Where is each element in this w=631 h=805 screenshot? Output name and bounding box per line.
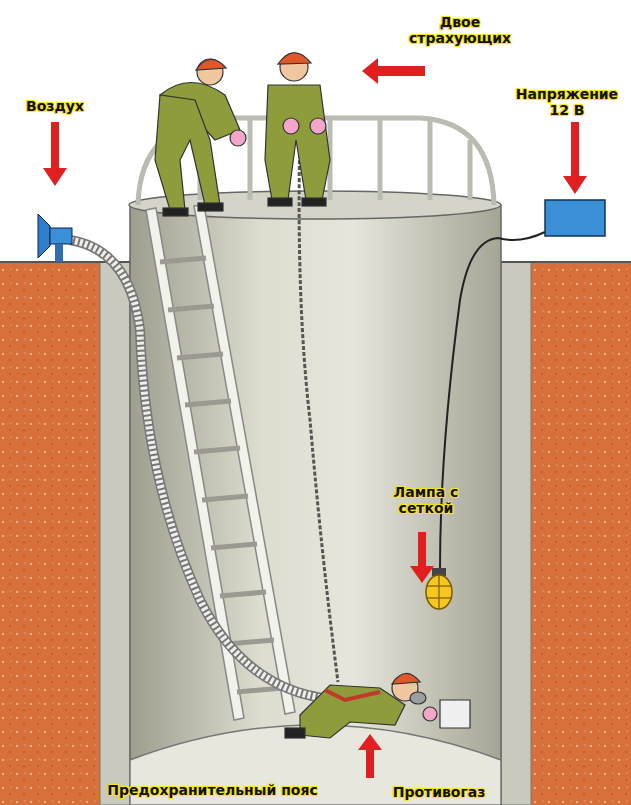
callout-label: Напряжение 12 В <box>508 86 626 118</box>
callout-label: Двое страхующих <box>400 14 520 46</box>
callout-label: Предохранительный пояс <box>100 782 325 798</box>
callout-label: Лампа с сеткой <box>380 484 472 516</box>
callout-label: Воздух <box>14 98 96 114</box>
callout-label: Противогаз <box>384 784 494 800</box>
